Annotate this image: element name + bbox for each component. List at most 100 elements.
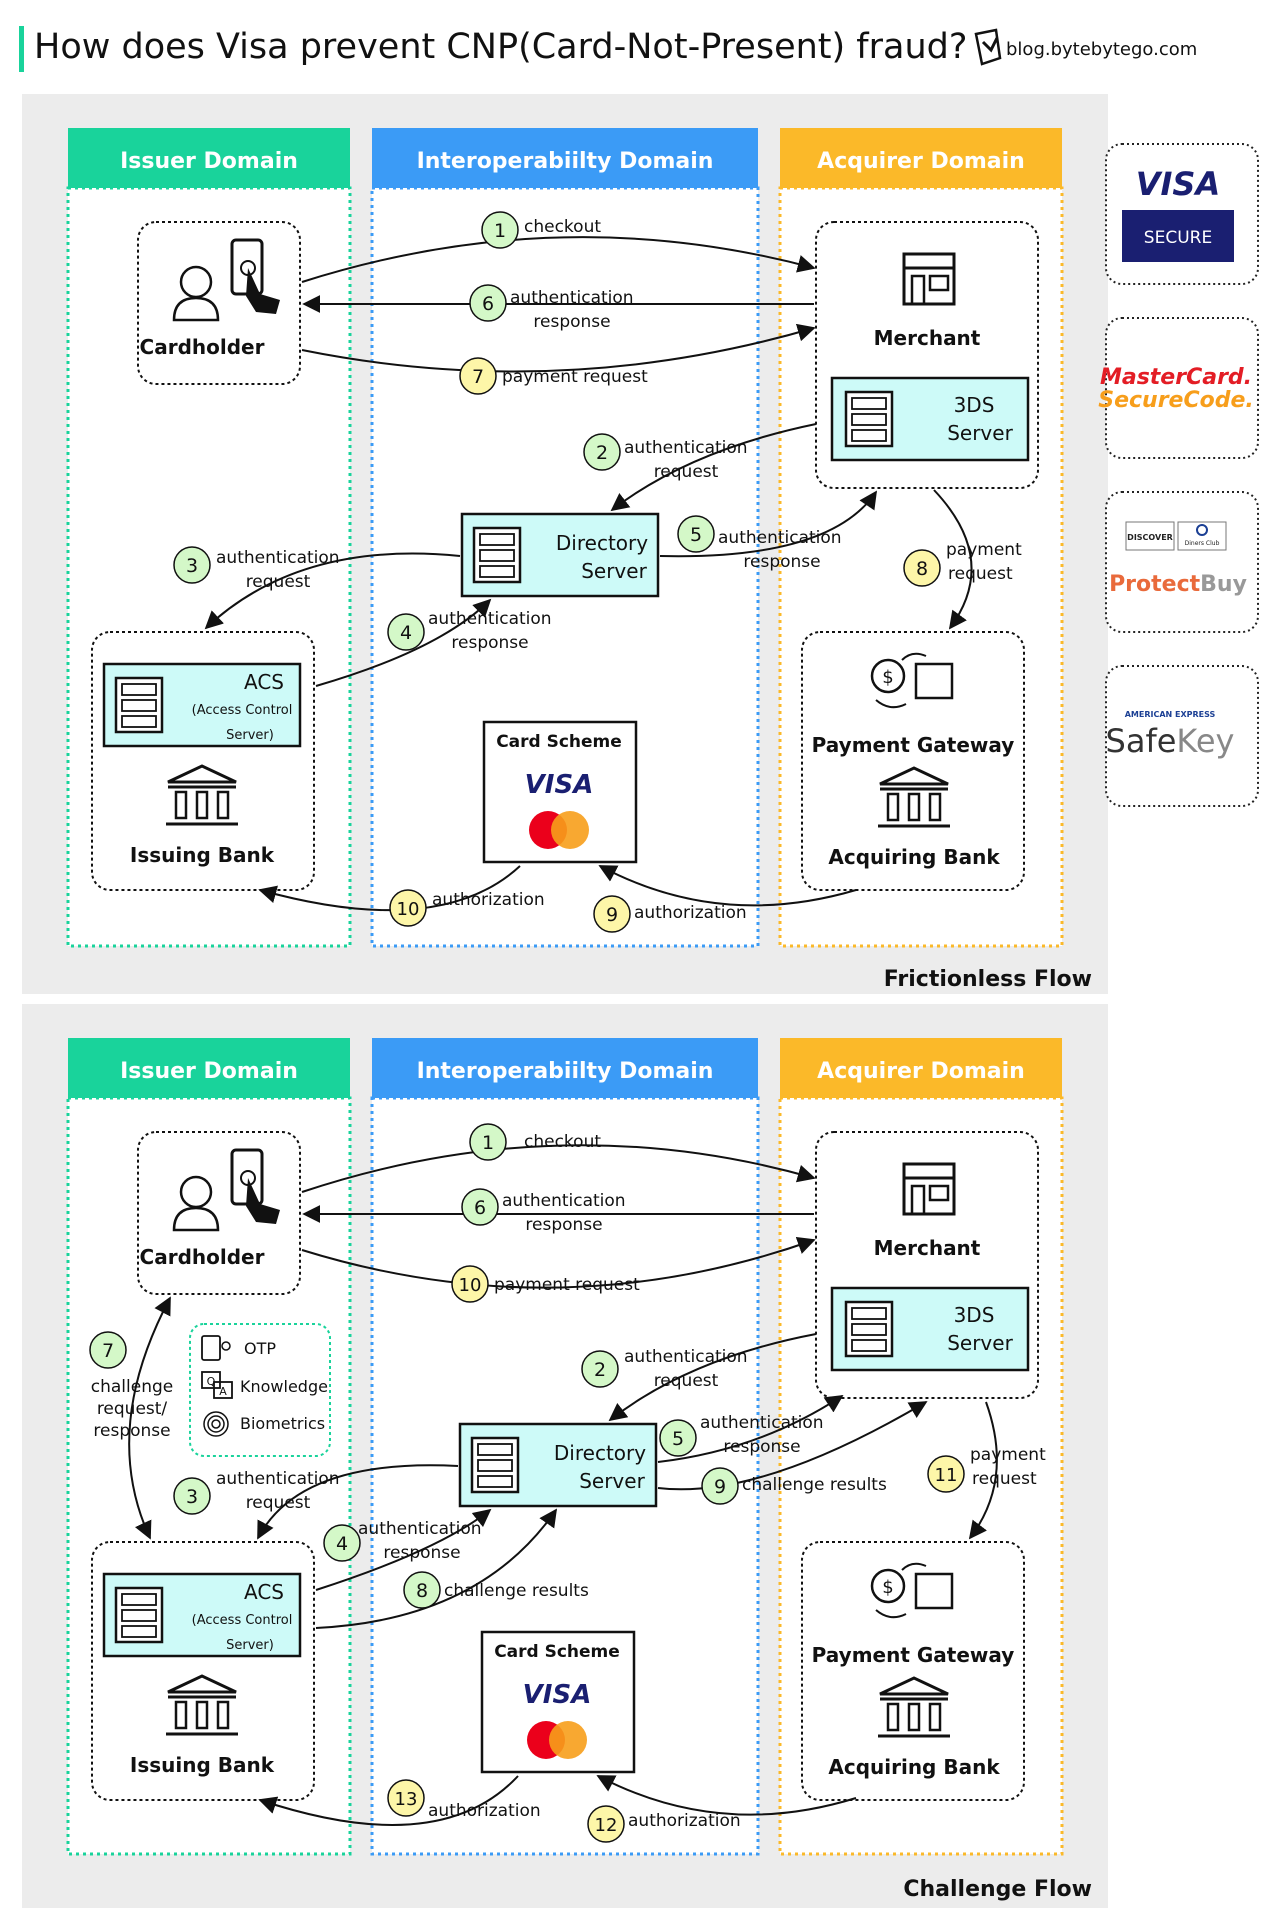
acquirer-domain-header [780,128,1062,188]
interop-domain-header [372,128,758,188]
step-label: payment request [502,367,648,387]
step-10: 10 payment request [451,1265,640,1303]
storefront-icon [902,1162,956,1216]
step-label: challenge [91,1377,173,1397]
acquirer-domain-title: Acquirer Domain [817,1059,1025,1084]
flow-name: Frictionless Flow [884,967,1092,992]
acs-sublabel-2: Server) [226,1638,274,1653]
svg-text:10: 10 [459,1275,482,1296]
step-label: authentication [428,609,552,629]
arrow-payment-request [301,323,816,373]
step-label: authentication [216,1469,340,1489]
step-label: response [93,1421,170,1441]
diners-club-logo: Diners Club [1185,540,1220,547]
step-label: authorization [634,903,747,923]
svg-text:13: 13 [395,1789,418,1810]
page-title: How does Visa prevent CNP(Card-Not-Prese… [34,27,967,67]
svg-text:2: 2 [596,442,608,464]
svg-text:4: 4 [400,622,412,644]
svg-text:9: 9 [714,1476,726,1498]
visa-secure-badge-text: SECURE [1144,228,1212,248]
step-label: authentication [358,1519,482,1539]
svg-text:7: 7 [472,366,484,388]
arrow-auth-response-to-3ds [659,490,878,558]
step-label: challenge results [444,1581,589,1601]
card-scheme-label: Card Scheme [494,1642,620,1662]
acs-sublabel-1: (Access Control [192,703,293,718]
cardholder-node: Cardholder [137,1131,301,1295]
svg-text:4: 4 [336,1533,348,1555]
step-5: 5 authentication response [677,515,842,572]
svg-text:5: 5 [672,1428,684,1450]
acs-label: ACS [244,1580,284,1604]
bank-building-icon [166,764,238,826]
arrow-challenge-results-to-3ds [657,1401,928,1491]
visa-secure-logo: VISA [1136,165,1220,203]
svg-text:3: 3 [186,1486,198,1508]
arrow-challenge-results-to-ds [315,1508,558,1629]
issuer-domain-header [68,1038,350,1098]
step-5: 5 authentication response [659,1413,824,1457]
step-label: authorization [432,890,545,910]
step-12: 12 authorization [587,1805,741,1843]
svg-text:7: 7 [102,1340,114,1362]
payment-exchange-icon: $ [870,1562,954,1619]
cardholder-label: Cardholder [140,1245,265,1269]
acquirer-domain-title: Acquirer Domain [817,149,1025,174]
bank-building-icon [878,766,950,828]
acquiring-bank-node: $ Payment Gateway Acquiring Bank [801,631,1025,891]
svg-text:Q: Q [207,1375,216,1388]
arrow-authorization-to-issuer [258,1775,519,1826]
directory-label-line2: Server [581,559,647,583]
arrow-authorization-to-scheme [596,1775,857,1816]
mastercard-line2: SecureCode. [1098,388,1254,413]
step-1: 1 checkout [481,211,601,249]
visa-logo: VISA [523,1680,592,1710]
directory-label-line1: Directory [556,531,648,555]
svg-text:9: 9 [606,904,618,926]
discover-logo: DISCOVER [1127,533,1173,542]
svg-text:1: 1 [494,220,506,242]
step-6: 6 authentication response [461,1188,626,1235]
cardholder-node: Cardholder [137,221,301,385]
visa-secure-card: VISA SECURE [1105,143,1259,285]
issuing-bank-node: ACS (Access Control Server) Issuing Bank [91,631,315,891]
knowledge-icon: Q A [201,1371,233,1399]
bank-building-icon [166,1674,238,1736]
step-9: 9 challenge results [701,1467,887,1505]
method-knowledge: Knowledge [240,1377,328,1396]
method-otp: OTP [244,1339,276,1358]
directory-server-node: Directory Server [458,1422,658,1508]
step-label: request [654,462,719,482]
interop-domain-title: Interoperabiilty Domain [417,149,714,174]
step-7: 7 challenge request/ response [89,1331,173,1441]
step-label: request [948,564,1013,584]
svg-text:$: $ [882,667,893,688]
challenge-flow: Challenge Flow Cardholder [89,1123,1092,1902]
interop-domain-header [372,1038,758,1098]
acs-sublabel-2: Server) [226,728,274,743]
method-biometrics: Biometrics [240,1414,325,1433]
server-rack-icon [472,526,522,584]
challenge-methods-box: OTP Q A Knowledge Biometrics [189,1323,331,1457]
step-label: challenge results [742,1475,887,1495]
safekey-part2: Key [1176,722,1234,760]
svg-text:1: 1 [482,1132,494,1154]
arrow-checkout [301,236,816,283]
bytebytego-logo-icon [974,28,1002,66]
step-label: authentication [624,438,748,458]
step-label: authorization [428,1801,541,1821]
step-10: 10 authorization [389,889,545,927]
step-11: 11 payment request [927,1445,1046,1493]
svg-text:A: A [219,1385,227,1398]
acquiring-bank-label: Acquiring Bank [828,845,1000,869]
server-rack-icon [114,676,164,734]
arrow-authorization-to-scheme [598,865,857,907]
arrow-auth-request-to-acs [204,552,461,630]
merchant-label: Merchant [874,326,981,350]
issuer-domain-header [68,128,350,188]
amex-logo: AMERICAN EXPRESS [1125,710,1216,719]
step-2: 2 authentication request [583,433,748,482]
card-scheme-node: Card Scheme VISA [480,1630,636,1774]
